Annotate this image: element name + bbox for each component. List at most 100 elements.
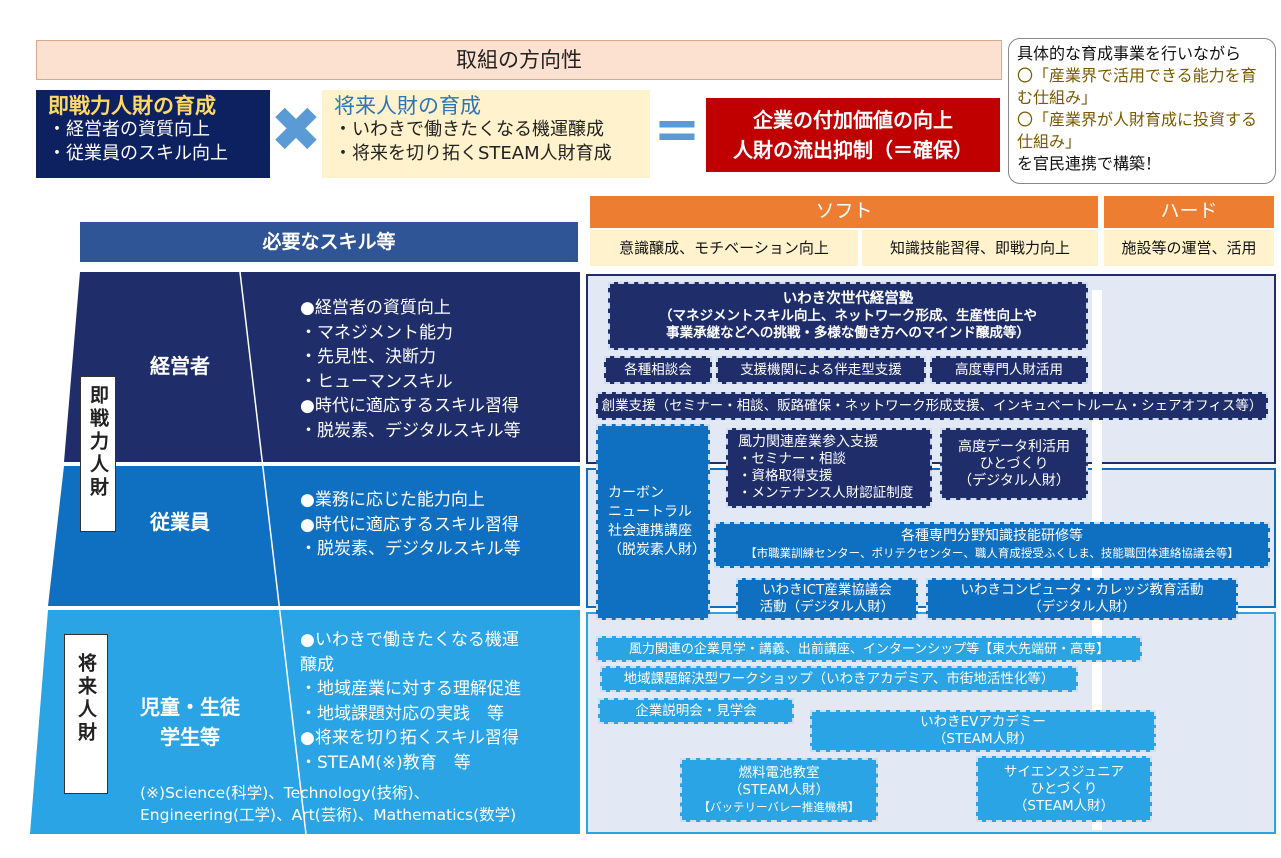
callout-line: 〇「産業界が人財育成に投資する仕組み」	[1017, 110, 1258, 151]
skill-item: ●経営者の資質向上	[300, 298, 451, 318]
skill-item: ●時代に適応するスキル習得	[300, 396, 519, 416]
skill-item: ・先見性、決断力	[300, 347, 436, 367]
skill-item: ・地域産業に対する理解促進	[300, 679, 521, 699]
callout-line: 具体的な育成事業を行いながら	[1017, 44, 1242, 63]
callout-line: 〇「産業界で活用できる能力を育む仕組み」	[1017, 66, 1257, 107]
callout-line: を官民連携で構築！	[1017, 154, 1162, 173]
program-text: いわきICT産業協議会	[762, 582, 892, 598]
skills-jido: ●いわきで働きたくなる機運 醸成 ・地域産業に対する理解促進 ・地域課題対応の実…	[300, 628, 521, 775]
program-text: 事業承継などへの挑戦・多様な働き方へのマインド醸成等）	[666, 324, 1030, 341]
program-text: （脱炭素人財）	[608, 542, 706, 558]
program-text: 企業説明会・見学会	[635, 702, 757, 719]
role-jido: 児童・生徒 学生等	[140, 692, 240, 752]
row-panel-jido	[30, 610, 580, 834]
box-shourai-item: ・将来を切り拓くSTEAM人財育成	[334, 143, 612, 164]
box-sokusenryoku-title: 即戦力人財の育成	[48, 94, 216, 118]
skill-item: ●いわきで働きたくなる機運	[300, 630, 519, 650]
box-result-line: 人財の流出抑制（＝確保）	[733, 138, 973, 162]
program-text: 各種専門分野知識技能研修等	[901, 528, 1083, 544]
role-keieisha: 経営者	[150, 354, 210, 378]
row-panel-keieisha	[64, 272, 580, 462]
divider-line	[239, 271, 307, 835]
label-shourai-text: 将来人財	[75, 653, 97, 745]
program-text: 風力関連の企業見学・講義、出前講座、インターンシップ等【東大先端研・高専】	[628, 641, 1110, 657]
row-panels	[30, 271, 580, 835]
program-text: ・メンテナンス人財認証制度	[738, 485, 914, 501]
program-text: いわきEVアカデミー	[920, 714, 1046, 730]
callout-box: 具体的な育成事業を行いながら 〇「産業界で活用できる能力を育む仕組み」 〇「産業…	[1008, 38, 1276, 184]
role-jido-line: 児童・生徒	[140, 695, 240, 719]
steam-footnote: (※)Science(科学)、Technology(技術)、 Engineeri…	[140, 782, 516, 826]
equals-icon: =	[653, 97, 701, 162]
program-text: 社会連携講座	[608, 523, 692, 539]
label-sokusenryoku: 即戦力人財	[80, 376, 116, 532]
row-panel-jugyoin	[48, 466, 580, 606]
program-text: 支援機関による伴走型支援	[740, 361, 902, 378]
cross-icon: ✖	[270, 93, 322, 166]
program-text: （マネジメントスキル向上、ネットワーク形成、生産性向上や	[659, 307, 1037, 324]
program-fuuryoku-sannyu: 風力関連産業参入支援 ・セミナー・相談 ・資格取得支援 ・メンテナンス人財認証制…	[726, 428, 932, 508]
program-setsumeikai: 企業説明会・見学会	[598, 698, 794, 724]
column-sub-motivation: 意識醸成、モチベーション向上	[590, 230, 858, 266]
box-sokusenryoku-item: ・経営者の資質向上	[48, 119, 210, 140]
program-workshop: 地域課題解決型ワークショップ（いわきアカデミア、市街地活性化等）	[600, 666, 1078, 692]
program-text: （STEAM人財）	[1013, 797, 1115, 814]
program-bansougata-shien: 支援機関による伴走型支援	[716, 356, 926, 384]
skills-header: 必要なスキル等	[80, 222, 578, 262]
role-jugyoin: 従業員	[150, 510, 210, 534]
column-sub-knowledge: 知識技能習得、即戦力向上	[862, 230, 1098, 266]
program-text: 創業支援（セミナー・相談、販路確保・ネットワーク形成支援、インキュベートルーム・…	[601, 397, 1263, 414]
program-text: 【バッテリーバレー推進機構】	[698, 799, 860, 814]
program-koudo-data: 高度データ利活用 ひとづくり （デジタル人財）	[940, 428, 1088, 500]
program-text: ニュートラル	[608, 504, 692, 520]
program-text: （デジタル人財）	[1028, 599, 1136, 615]
program-text: ひとづくり	[1030, 780, 1098, 797]
program-ict-kyougikai: いわきICT産業協議会 活動（デジタル人財）	[736, 578, 918, 620]
program-text: 地域課題解決型ワークショップ（いわきアカデミア、市街地活性化等）	[623, 670, 1055, 687]
box-result-line: 企業の付加価値の向上	[753, 108, 953, 132]
skill-item: ・脱炭素、デジタルスキル等	[300, 420, 521, 441]
skill-item: ●将来を切り拓くスキル習得	[300, 728, 519, 748]
program-nenryou-denchi: 燃料電池教室 （STEAM人財） 【バッテリーバレー推進機構】	[680, 758, 878, 822]
column-hard-header: ハード	[1104, 196, 1274, 228]
program-text: サイエンスジュニア	[1003, 763, 1125, 780]
program-senmon-kenshu: 各種専門分野知識技能研修等 【市職業訓練センター、ポリテクセンター、職人育成授受…	[714, 522, 1270, 568]
program-ev-academy: いわきEVアカデミー （STEAM人財）	[810, 710, 1156, 752]
program-text: 【市職業訓練センター、ポリテクセンター、職人育成授受ふくしま、技能職団体連絡協議…	[745, 546, 1239, 560]
skill-item: ・マネジメント能力	[300, 322, 453, 343]
program-jisedai-keieijuku: いわき次世代経営塾 （マネジメントスキル向上、ネットワーク形成、生産性向上や 事…	[608, 282, 1088, 350]
skill-item: ●時代に適応するスキル習得	[300, 514, 519, 535]
program-text: ・資格取得支援	[738, 468, 833, 484]
box-shourai-item: ・いわきで働きたくなる機運醸成	[334, 119, 604, 140]
box-shourai-title: 将来人財の育成	[334, 94, 481, 118]
program-text: （デジタル人財）	[958, 472, 1070, 489]
program-text: いわきコンピュータ・カレッジ教育活動	[960, 582, 1204, 598]
footnote-line: (※)Science(科学)、Technology(技術)、	[140, 784, 430, 802]
column-soft-header: ソフト	[590, 196, 1098, 228]
skill-item: ・STEAM(※)教育 等	[300, 752, 471, 773]
skill-item: ●業務に応じた能力向上	[300, 490, 485, 510]
direction-title: 取組の方向性	[36, 40, 1002, 80]
skills-jugyoin: ●業務に応じた能力向上 ●時代に適応するスキル習得 ・脱炭素、デジタルスキル等	[300, 488, 521, 562]
program-text: 高度データ利活用	[958, 438, 1070, 455]
program-text: （STEAM人財）	[728, 781, 830, 798]
program-text: 活動（デジタル人財）	[759, 599, 895, 615]
program-text: ひとづくり	[979, 455, 1049, 472]
skill-item: ・ヒューマンスキル	[300, 371, 453, 392]
box-result: 企業の付加価値の向上 人財の流出抑制（＝確保）	[706, 98, 1000, 172]
program-sougyou-shien: 創業支援（セミナー・相談、販路確保・ネットワーク形成支援、インキュベートルーム・…	[596, 392, 1268, 420]
program-text: ・セミナー・相談	[738, 451, 846, 467]
program-text: （STEAM人財）	[932, 731, 1034, 747]
column-sub-facilities: 施設等の運営、活用	[1104, 230, 1274, 266]
program-text: 風力関連産業参入支援	[738, 434, 878, 450]
label-sokusenryoku-text: 即戦力人財	[87, 385, 109, 500]
box-sokusenryoku: 即戦力人財の育成 ・経営者の資質向上 ・従業員のスキル向上	[36, 90, 270, 178]
program-text: 各種相談会	[624, 361, 692, 378]
program-soudankai: 各種相談会	[604, 356, 712, 384]
program-text: いわき次世代経営塾	[782, 290, 914, 307]
footnote-line: Engineering(工学)、Art(芸術)、Mathematics(数学)	[140, 806, 517, 824]
program-science-junior: サイエンスジュニア ひとづくり （STEAM人財）	[976, 756, 1152, 822]
role-jido-line: 学生等	[160, 725, 220, 749]
box-sokusenryoku-item: ・従業員のスキル向上	[48, 143, 228, 164]
box-shourai: 将来人財の育成 ・いわきで働きたくなる機運醸成 ・将来を切り拓くSTEAM人財育…	[322, 90, 650, 178]
